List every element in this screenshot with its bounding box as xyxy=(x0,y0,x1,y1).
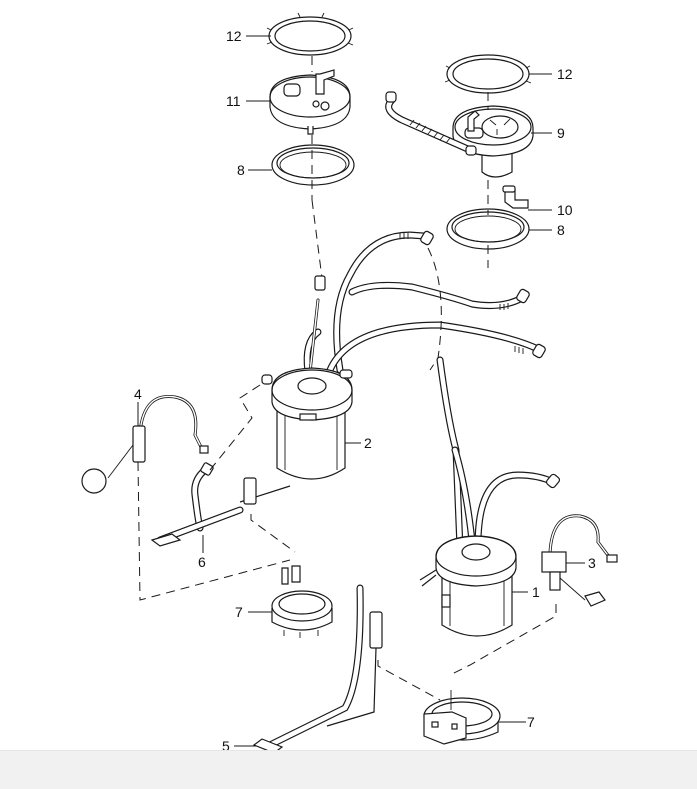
callout-label: 12 xyxy=(226,28,242,44)
assembly-line-hose xyxy=(427,247,442,371)
callout-label: 8 xyxy=(557,222,565,238)
callout-10: 10 xyxy=(528,202,573,218)
assembly-lines-left xyxy=(137,384,296,601)
footer-bar xyxy=(0,750,697,789)
level-sender-right xyxy=(541,514,618,607)
callout-label: 6 xyxy=(198,554,206,570)
seal-left xyxy=(271,144,355,186)
locking-ring-left xyxy=(266,12,354,56)
callout-label: 9 xyxy=(557,125,565,141)
vent-hose-right xyxy=(385,91,477,156)
callout-label: 8 xyxy=(237,162,245,178)
callout-label: 12 xyxy=(557,66,573,82)
assembly-line-harness-right xyxy=(377,660,441,701)
callout-9: 9 xyxy=(531,125,565,141)
callout-8-left: 8 xyxy=(237,162,272,178)
callout-12-left: 12 xyxy=(226,28,271,44)
callout-4: 4 xyxy=(134,386,142,426)
retaining-ring-right xyxy=(423,690,501,745)
fuel-pump-unit xyxy=(419,356,561,637)
callout-label: 7 xyxy=(527,714,535,730)
callout-label: 10 xyxy=(557,202,573,218)
callout-7-right: 7 xyxy=(498,714,535,730)
callout-1: 1 xyxy=(512,584,540,600)
callout-2: 2 xyxy=(345,435,372,451)
callout-3: 3 xyxy=(566,555,596,571)
exploded-view-diagram: 12 11 8 12 9 10 8 4 2 6 7 1 xyxy=(81,12,618,762)
callout-label: 2 xyxy=(364,435,372,451)
wiring-harness-right xyxy=(252,584,383,762)
callout-label: 3 xyxy=(588,555,596,571)
callout-label: 11 xyxy=(226,93,241,109)
callout-12-right: 12 xyxy=(529,66,573,82)
flange-right xyxy=(452,105,534,178)
elbow-connector xyxy=(502,185,529,209)
callout-label: 5 xyxy=(222,738,230,750)
fuel-lines xyxy=(303,230,546,376)
callout-label: 7 xyxy=(235,604,243,620)
callout-7-left: 7 xyxy=(235,604,272,620)
callout-11: 11 xyxy=(226,93,271,109)
wiring-harness-left xyxy=(150,462,291,547)
level-sender-left xyxy=(81,394,209,494)
assembly-line-right-bottom xyxy=(449,604,557,676)
retaining-ring-left xyxy=(271,565,333,638)
harness-plug-wire xyxy=(308,275,326,374)
callout-5: 5 xyxy=(222,738,256,754)
callout-8-right: 8 xyxy=(529,222,565,238)
flange-left xyxy=(269,69,351,135)
assembly-line-left-top xyxy=(311,56,323,279)
callout-label: 1 xyxy=(532,584,540,600)
callout-6: 6 xyxy=(198,535,206,570)
callout-label: 4 xyxy=(134,386,142,402)
locking-ring-right xyxy=(444,54,532,94)
suction-jet-pump-unit xyxy=(261,367,353,480)
